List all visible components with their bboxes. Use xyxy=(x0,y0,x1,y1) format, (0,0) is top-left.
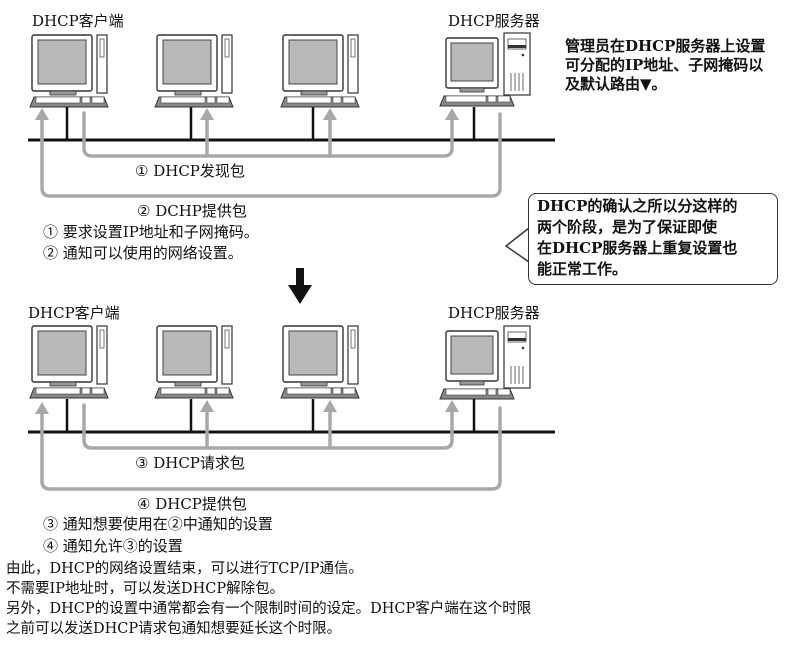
client-computer-1 xyxy=(29,34,109,108)
client-computer-3 xyxy=(280,325,360,399)
client-label: DHCP客户端 xyxy=(32,12,124,30)
callout-line: DHCP的确认之所以分这样的 xyxy=(537,197,738,215)
packet2-arrow xyxy=(40,112,502,198)
explanation-3: ③ 通知想要使用在②中通知的设置 xyxy=(43,515,273,533)
packet3-label: ③ DHCP请求包 xyxy=(135,454,245,472)
packet4-arrow xyxy=(40,406,502,491)
server-label: DHCP服务器 xyxy=(448,12,540,30)
client-label: DHCP客户端 xyxy=(28,304,120,322)
packet3-arrow xyxy=(82,403,454,450)
client-computer-3 xyxy=(280,34,360,108)
server-computer xyxy=(439,325,531,400)
callout-line: 能正常工作。 xyxy=(537,260,628,278)
footer-line: 由此，DHCP的网络设置结束，可以进行TCP/IP通信。 xyxy=(6,561,364,577)
explanation-1: ① 要求设置IP地址和子网掩码。 xyxy=(43,223,259,241)
server-label: DHCP服务器 xyxy=(448,304,540,322)
down-arrow xyxy=(288,268,312,304)
callout-line: 在DHCP服务器上重复设置也 xyxy=(537,239,738,257)
packet1-label: ① DHCP发现包 xyxy=(135,162,245,180)
footer-line: 之前可以发送DHCP请求包通知想要延长这个时限。 xyxy=(6,621,342,637)
server-note-line: 管理员在DHCP服务器上设置 xyxy=(565,37,766,55)
server-computer xyxy=(439,32,531,107)
callout-box: DHCP的确认之所以分这样的 两个阶段，是为了保证即使 在DHCP服务器上重复设… xyxy=(528,193,778,285)
server-note-line: 可分配的IP地址、子网掩码以 xyxy=(565,56,764,74)
explanation-4: ④ 通知允许③的设置 xyxy=(43,537,183,555)
packet1-arrow xyxy=(82,111,454,158)
footer-line: 另外，DHCP的设置中通常都会有一个限制时间的设定。DHCP客户端在这个时限 xyxy=(6,601,532,617)
explanation-2: ② 通知可以使用的网络设置。 xyxy=(43,244,243,262)
footer-line: 不需要IP地址时，可以发送DHCP解除包。 xyxy=(6,581,285,597)
client-computer-2 xyxy=(154,34,234,108)
packet4-arrowhead xyxy=(35,402,49,414)
packet2-arrowhead xyxy=(35,108,49,120)
packet1-arrowheads xyxy=(200,108,459,120)
packet2-label: ② DCHP提供包 xyxy=(137,202,247,220)
callout-line: 两个阶段，是为了保证即使 xyxy=(537,218,718,236)
packet4-label: ④ DHCP提供包 xyxy=(137,495,247,513)
footer-text: 由此，DHCP的网络设置结束，可以进行TCP/IP通信。 不需要IP地址时，可以… xyxy=(6,559,531,639)
client-computer-1 xyxy=(29,325,109,399)
client-computer-2 xyxy=(154,325,234,399)
server-note: 管理员在DHCP服务器上设置 可分配的IP地址、子网掩码以 及默认路由▼。 xyxy=(565,37,765,94)
server-note-line: 及默认路由▼。 xyxy=(565,75,667,93)
callout-tail xyxy=(504,226,530,264)
packet3-arrowheads xyxy=(200,400,459,412)
